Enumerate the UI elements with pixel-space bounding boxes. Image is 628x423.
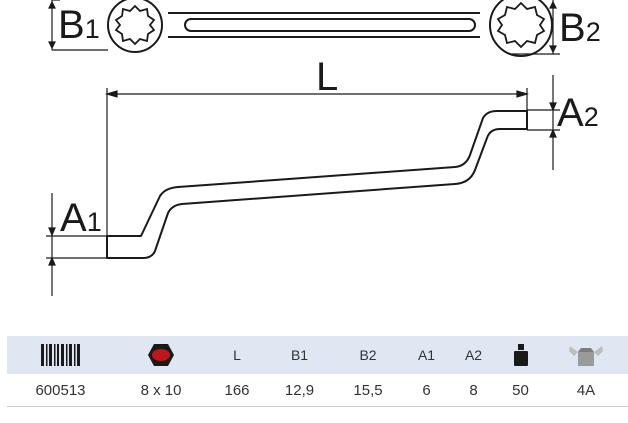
l-dimension-line <box>104 88 530 236</box>
cell-weight: 50 <box>497 374 544 407</box>
dimension-label-a1-sub: 1 <box>86 207 102 237</box>
dimension-label-b2-main: B <box>559 6 586 50</box>
dimension-label-b1-main: B <box>58 3 85 47</box>
cell-size: 8 x 10 <box>114 374 208 407</box>
dimension-label-a1-main: A <box>60 196 87 240</box>
dimension-label-l-main: L <box>316 55 339 99</box>
dimension-label-b2-sub: 2 <box>585 17 601 47</box>
header-b1: B1 <box>266 336 333 374</box>
dimension-label-a1: A1 <box>60 198 102 238</box>
dimension-label-b1-sub: 1 <box>84 14 100 44</box>
wrench-top-view <box>107 0 553 57</box>
header-article-number <box>7 336 114 374</box>
header-size <box>114 336 208 374</box>
cell-b1: 12,9 <box>266 374 333 407</box>
dimension-label-b2: B2 <box>559 8 601 48</box>
cell-a2: 8 <box>450 374 497 407</box>
cell-b2: 15,5 <box>333 374 403 407</box>
a-dimension-lines <box>46 75 560 296</box>
cell-a1: 6 <box>403 374 450 407</box>
specification-table: L B1 B2 A1 A2 600513 <box>7 336 628 407</box>
hex-nut-mm-icon <box>148 344 174 366</box>
cell-l: 166 <box>208 374 266 407</box>
weight-icon <box>513 344 528 366</box>
wrench-technical-drawing <box>46 0 560 296</box>
header-a2: A2 <box>450 336 497 374</box>
header-packaging <box>544 336 628 374</box>
wrench-side-view <box>106 110 528 259</box>
table-header-row: L B1 B2 A1 A2 <box>7 336 628 374</box>
barcode-icon <box>40 344 80 366</box>
cell-article-number: 600513 <box>7 374 114 407</box>
box-icon <box>569 346 603 366</box>
dimension-label-a2: A2 <box>557 93 599 133</box>
dimension-label-b1: B1 <box>58 5 100 45</box>
header-b2: B2 <box>333 336 403 374</box>
header-l: L <box>208 336 266 374</box>
dimension-label-l: L <box>316 57 338 97</box>
header-a1: A1 <box>403 336 450 374</box>
cell-packaging: 4A <box>544 374 628 407</box>
table-row: 600513 8 x 10 166 12,9 15,5 6 8 50 4A <box>7 374 628 407</box>
header-weight <box>497 336 544 374</box>
b-dimension-lines <box>48 0 560 55</box>
dimension-label-a2-main: A <box>557 91 584 135</box>
dimension-label-a2-sub: 2 <box>583 102 599 132</box>
